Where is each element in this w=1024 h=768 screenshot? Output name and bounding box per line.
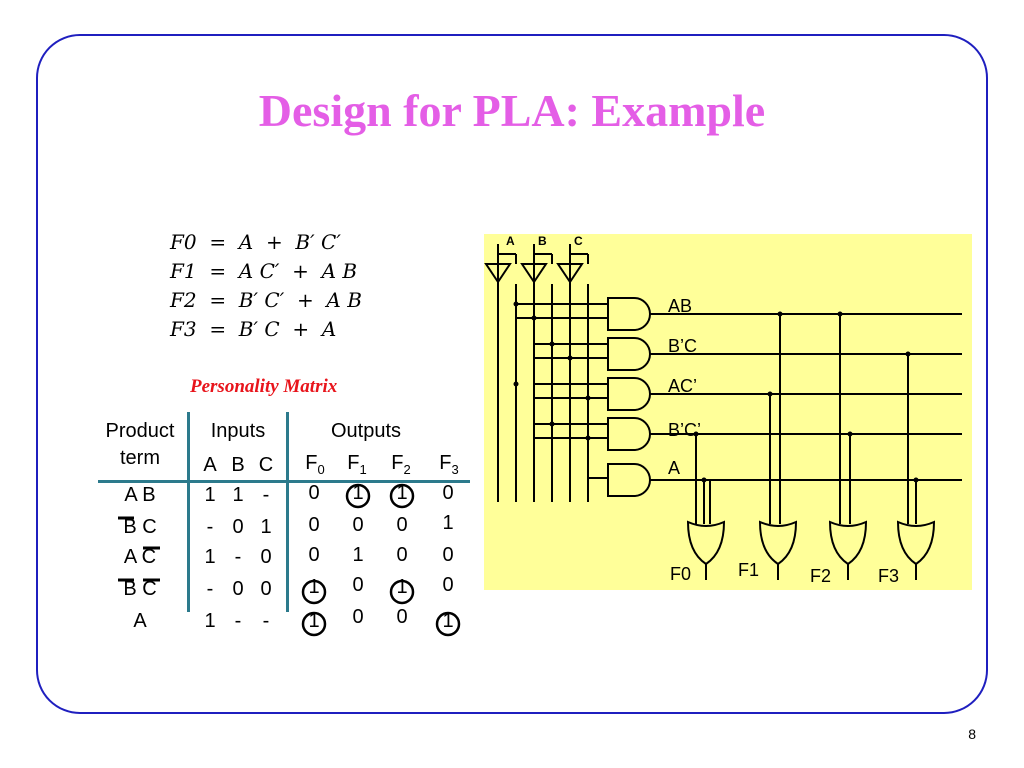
header-output-f1-letter: F <box>347 452 360 474</box>
pla-term-bc: B’C <box>668 336 698 356</box>
row-2-output-f2: 0 <box>396 514 408 536</box>
equation-f2: F2 = B′ C′ + A B <box>170 288 362 312</box>
slide-title: Design for PLA: Example <box>258 85 766 136</box>
row-2-output-f0: 0 <box>308 514 320 536</box>
header-output-f0: F0 <box>300 452 330 477</box>
row-3-output-f2: 0 <box>396 544 408 566</box>
header-inputs: Inputs <box>210 420 266 442</box>
row-2-input-a: - <box>206 516 214 538</box>
row-4-output-f0: 1 <box>308 576 320 598</box>
equation-f1: F1 = A C′ + A B <box>170 259 358 283</box>
row-4-output-f1: 0 <box>352 574 364 596</box>
header-output-f2-sub: 2 <box>403 462 411 477</box>
pla-diagram: A B C AB B’C AC’ B’C’ A F0 F1 F2 F3 <box>484 234 972 590</box>
circle-row1-f1 <box>345 483 371 509</box>
header-input-c: C <box>258 454 274 476</box>
row-4-output-f2: 1 <box>396 576 408 598</box>
row-4-input-a: - <box>206 578 214 600</box>
row-2-input-b: 0 <box>232 516 244 538</box>
row-5-output-f0: 1 <box>308 610 320 632</box>
pla-input-c-label: C <box>574 234 583 248</box>
row-4-input-b: 0 <box>232 578 244 600</box>
row-1-input-c: - <box>262 484 270 506</box>
table-divider-product <box>187 412 190 612</box>
header-term: term <box>120 447 160 469</box>
row-5-output-f1: 0 <box>352 606 364 628</box>
slide-frame <box>36 34 988 714</box>
row-5-input-a: 1 <box>204 610 216 632</box>
header-input-a: A <box>203 454 217 476</box>
header-output-f0-sub: 0 <box>317 462 325 477</box>
table-header-rule <box>98 480 470 483</box>
header-output-f2-letter: F <box>391 452 404 474</box>
row-3-output-f1: 1 <box>352 544 364 566</box>
row-4-term: B C <box>123 578 157 600</box>
pla-input-a-label: A <box>506 234 515 248</box>
row-1-output-f3: 0 <box>442 482 454 504</box>
row-5-input-c: - <box>262 610 270 632</box>
row-1-output-f0: 0 <box>308 482 320 504</box>
header-output-f3: F3 <box>434 452 464 477</box>
pla-term-ab: AB <box>668 296 693 316</box>
pla-input-b-label: B <box>538 234 547 248</box>
header-output-f1: F1 <box>342 452 372 477</box>
equation-f3: F3 = B′ C + A <box>170 317 337 341</box>
row-2-input-c: 1 <box>260 516 272 538</box>
header-output-f2: F2 <box>386 452 416 477</box>
row-5-output-f2: 0 <box>396 606 408 628</box>
row-3-output-f0: 0 <box>308 544 320 566</box>
row-5-term: A <box>133 610 147 632</box>
pla-output-f3: F3 <box>878 566 900 586</box>
pla-term-a: A <box>668 458 681 478</box>
pla-output-f0: F0 <box>670 564 692 584</box>
row-2-term: B C <box>123 516 157 538</box>
row-2-output-f3: 1 <box>442 512 454 534</box>
personality-matrix-title: Personality Matrix <box>190 376 338 397</box>
row-1-input-a: 1 <box>204 484 216 506</box>
row-3-term: A C <box>123 546 157 568</box>
row-1-output-f2: 1 <box>396 482 408 504</box>
header-output-f1-sub: 1 <box>359 462 367 477</box>
table-divider-inputs <box>286 412 289 612</box>
row-5-output-f3: 1 <box>442 610 454 632</box>
row-4-input-c: 0 <box>260 578 272 600</box>
row-1-output-f1: 1 <box>352 482 364 504</box>
pla-term-ac: AC’ <box>668 376 698 396</box>
row-4-output-f3: 0 <box>442 574 454 596</box>
header-product: Product <box>105 420 175 442</box>
circle-row4-f0 <box>301 579 327 605</box>
header-output-f0-letter: F <box>305 452 318 474</box>
row-3-input-c: 0 <box>260 546 272 568</box>
row-3-output-f3: 0 <box>442 544 454 566</box>
header-output-f3-letter: F <box>439 452 452 474</box>
row-3-input-a: 1 <box>204 546 216 568</box>
circle-row4-f2 <box>389 579 415 605</box>
pla-circuit <box>484 244 962 580</box>
pla-output-f2: F2 <box>810 566 832 586</box>
pla-term-b-c: B’C’ <box>668 420 702 440</box>
row-5-input-b: - <box>234 610 242 632</box>
circle-row5-f0 <box>301 611 327 637</box>
pla-output-f1: F1 <box>738 560 760 580</box>
header-output-f3-sub: 3 <box>451 462 459 477</box>
circle-row5-f3 <box>435 611 461 637</box>
header-input-b: B <box>231 454 245 476</box>
page-number: 8 <box>968 726 976 742</box>
header-outputs: Outputs <box>330 420 402 442</box>
row-3-input-b: - <box>234 546 242 568</box>
circle-row1-f2 <box>389 483 415 509</box>
row-1-input-b: 1 <box>232 484 244 506</box>
row-2-output-f1: 0 <box>352 514 364 536</box>
row-1-term: A B <box>124 484 156 506</box>
equation-f0: F0 = A + B′ C′ <box>170 230 341 254</box>
